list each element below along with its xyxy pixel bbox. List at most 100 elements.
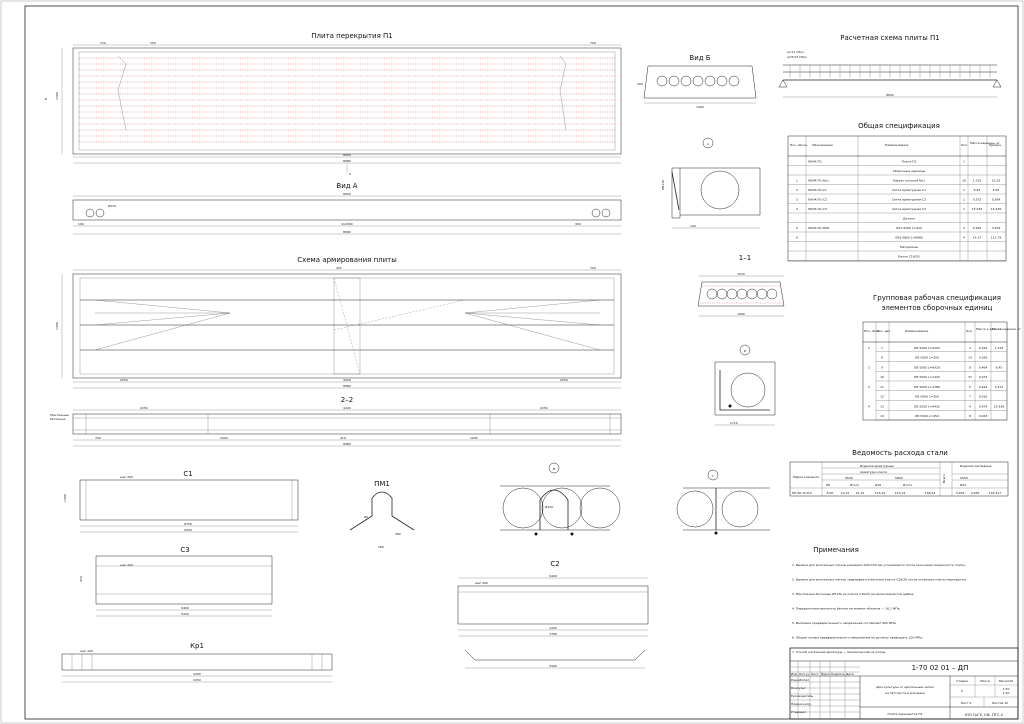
svg-text:S500: S500 [845,476,853,480]
svg-text:Масса единицы, кг: Масса единицы, кг [970,141,1000,145]
svg-text:300: 300 [575,222,581,226]
svg-text:1–1: 1–1 [739,254,751,262]
svg-text:шаг 200: шаг 200 [120,475,133,479]
steel-value: 115,19 [875,491,886,495]
node-g: Г [676,469,770,535]
svg-text:1:20: 1:20 [1003,691,1010,695]
gen-spec-cell: 15,436 [991,207,1002,211]
group-spec-cell: 0,074 [979,375,988,379]
note-item: 7. Способ натяжения арматуры — механичес… [792,650,886,654]
title-block: 1-70 02 01 – ДП Дом культуры со зрительн… [789,647,1019,720]
group-spec-cell: 4 [969,404,971,408]
svg-text:Обозначение: Обозначение [812,143,833,147]
svg-text:550: 550 [150,41,156,45]
svg-text:8980: 8980 [343,442,351,446]
group-spec-cell: 5 [969,385,971,389]
group-spec-cell: 8 [969,414,971,418]
svg-text:Расчетная схема плиты П1: Расчетная схема плиты П1 [840,34,939,42]
svg-text:Ведомость расхода стали: Ведомость расхода стали [852,449,948,457]
gen-spec-cell: Бетон С16/20 [898,255,919,259]
svg-text:4420: 4420 [343,378,351,382]
svg-text:190: 190 [690,224,696,228]
svg-text:Вид Б: Вид Б [689,54,710,62]
group-spec-cell: Ø5 S500 L=450 [915,413,939,418]
gen-spec-cell: Детали [903,217,915,221]
loop-pm1: ПМ1 80 280 160 [349,480,415,549]
svg-text:шаг 200: шаг 200 [475,581,488,585]
group-spec-cell: 0,324 [979,346,988,350]
svg-text:Арматура класса: Арматура класса [860,470,887,474]
gen-spec-cell: ЮКЖ-П1-С3 [808,207,827,211]
group-spec-cell: 15,436 [994,404,1005,408]
stamp-header: Кол.уч [799,672,810,676]
svg-text:2200: 2200 [193,672,201,676]
gen-spec-cell: 6,45 [993,188,1000,192]
group-spec-cell: 13 [968,356,972,360]
gen-spec-cell: 15,436 [972,207,983,211]
svg-text:Поз. дет.: Поз. дет. [877,329,891,333]
svg-text:Примеч.: Примеч. [989,143,1002,147]
note-item: 4. Передаточная прочность бетона на моме… [792,607,900,611]
svg-text:ZП130: ZП130 [661,180,665,190]
svg-text:4х4390: 4х4390 [341,222,352,226]
svg-text:1600: 1600 [220,436,228,440]
group-spec-cell: 0,016 [979,395,988,399]
node-a: А 190 ZП130 [661,137,761,229]
svg-text:Монтажные: Монтажные [50,413,69,417]
group-spec-cell: 0,974 [979,404,988,408]
stamp-role: Разработал [791,678,809,682]
svg-text:бетонные: бетонные [50,417,66,421]
svg-text:220: 220 [637,82,643,86]
gen-spec-cell: ЮКЖ-П1 [808,160,822,164]
steel-value: 8,00 [827,491,834,495]
svg-text:1-70 02 01 – ДП: 1-70 02 01 – ДП [912,664,969,672]
svg-text:Масса: Масса [980,679,990,683]
steel-value: 115,19 [895,491,906,495]
group-spec-cell: Ø5 S500 L=8920 [914,364,940,369]
steel-value: 21,15 [856,491,865,495]
node-b: Б 1710 [714,344,776,426]
stamp-header: Изм [791,672,797,676]
svg-text:Кр1: Кр1 [190,642,204,650]
group-spec-cell: Ø5 S500 L=9430 [914,403,940,408]
svg-text:9440: 9440 [549,664,557,668]
svg-text:2250: 2250 [120,378,128,382]
note-item: 1. Выемка для монтажных петель размером … [792,563,966,567]
svg-text:Итого: Итого [850,483,859,487]
gen-spec-cell: 1 [963,188,965,192]
notes: Примечания 1. Выемка для монтажных петел… [792,546,967,654]
svg-text:Лист 5: Лист 5 [961,701,972,705]
svg-text:1490: 1490 [737,312,745,316]
gen-spec-cell: Ø12 S500 L=920 [896,225,922,230]
gen-spec-cell: 6 [796,236,798,240]
svg-text:У: У [961,689,963,693]
frame-kr1: Кр1 шаг 100 2200 2250 [61,642,333,683]
svg-text:ПМ1: ПМ1 [374,480,390,488]
svg-text:1490: 1490 [55,92,59,100]
svg-text:элементов сборочных единиц: элементов сборочных единиц [882,304,993,312]
gen-spec-cell: Плита П1 [902,160,917,164]
group-spec-cell: 0,464 [979,365,988,369]
gen-spec-cell: 4 [796,207,798,211]
group-spec-cell: 7 [881,346,883,350]
svg-text:Масса изделия, кг: Масса изделия, кг [992,327,1021,331]
svg-text:8980: 8980 [343,230,351,234]
svg-text:Групповая рабочая спецификация: Групповая рабочая спецификация [873,294,1001,302]
svg-text:1780: 1780 [549,632,557,636]
gen-spec-cell: Ø16 S800 L=8980 [895,235,923,240]
gen-spec-cell: Сборочные единицы [893,169,926,173]
svg-text:Стадия: Стадия [956,679,968,683]
svg-text:700: 700 [95,436,101,440]
section-2-2: 2–2 2250 4420 2250 700 1600 410 1935 898… [50,396,622,447]
group-spec-cell: 2 [969,346,971,350]
gen-spec-cell: 2 [796,188,798,192]
svg-text:1710: 1710 [730,421,738,425]
svg-text:1490: 1490 [696,105,704,109]
svg-text:Поз. обозн.: Поз. обозн. [790,143,808,147]
gen-spec-cell: ЮКЖ-П1-ПМ1 [808,226,830,230]
svg-text:Ø16: Ø16 [875,482,881,487]
gen-spec-cell: 5 [796,226,798,230]
gen-spec-cell: 3 [796,198,798,202]
stamp-header: Лист [811,672,819,676]
svg-text:425: 425 [336,266,342,270]
